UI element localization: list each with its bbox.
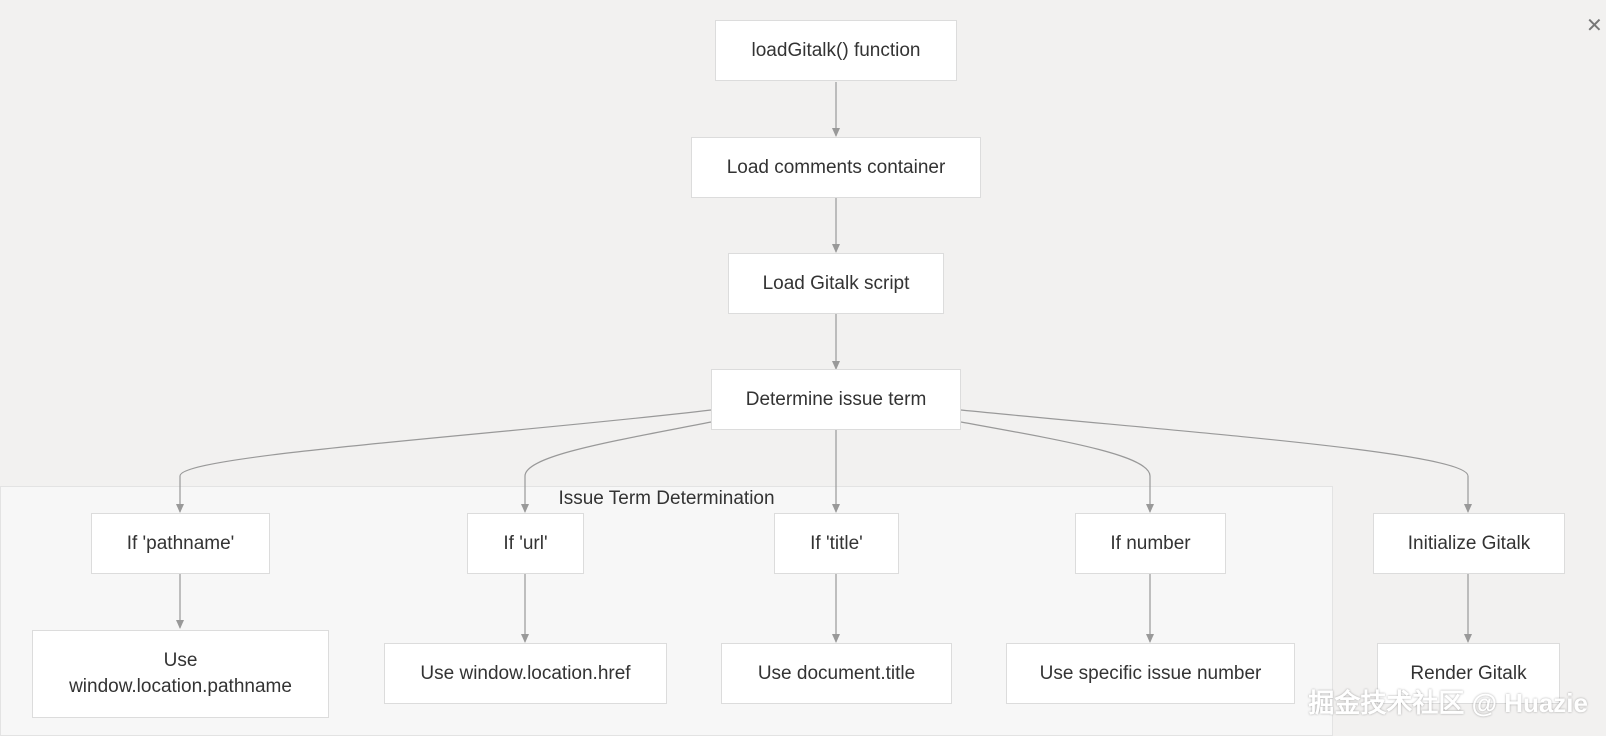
close-icon[interactable]: ✕ — [1586, 15, 1603, 37]
edge-determine-to-number — [960, 421, 1154, 513]
node-use-document-title: Use document.title — [721, 643, 952, 704]
node-if-url: If 'url' — [467, 513, 584, 574]
edge-determine-to-pathname — [176, 409, 712, 513]
node-if-number: If number — [1075, 513, 1226, 574]
node-load-gitalk-script: Load Gitalk script — [728, 253, 944, 314]
node-if-pathname: If 'pathname' — [91, 513, 270, 574]
node-if-title: If 'title' — [774, 513, 899, 574]
node-render-gitalk: Render Gitalk — [1377, 643, 1560, 704]
node-load-gitalk-function: loadGitalk() function — [715, 20, 957, 81]
cluster-title: Issue Term Determination — [558, 488, 775, 509]
node-use-pathname: Use window.location.pathname — [32, 630, 329, 718]
edge-determine-to-url — [521, 421, 712, 513]
node-use-href: Use window.location.href — [384, 643, 667, 704]
watermark-text: 掘金技术社区 @ Huazie — [1308, 688, 1588, 718]
edge-determine-to-init — [960, 409, 1472, 513]
node-use-specific-issue-number: Use specific issue number — [1006, 643, 1295, 704]
node-load-comments-container: Load comments container — [691, 137, 981, 198]
node-initialize-gitalk: Initialize Gitalk — [1373, 513, 1565, 574]
node-determine-issue-term: Determine issue term — [711, 369, 961, 430]
